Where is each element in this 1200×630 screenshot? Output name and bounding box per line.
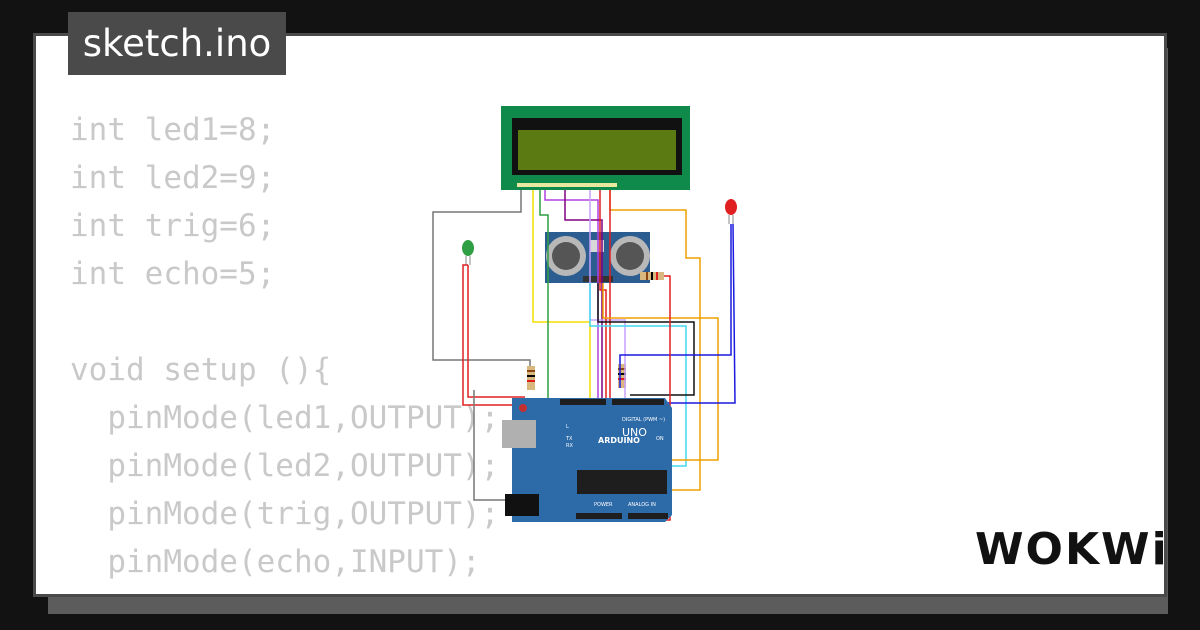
red-led [725, 199, 737, 224]
resistor-1 [527, 366, 535, 390]
board-l-label: L [566, 424, 569, 430]
green-led [462, 240, 474, 265]
board-rx-label: RX [566, 443, 573, 449]
board-digital-label: DIGITAL (PWM ~) [622, 417, 665, 423]
wokwi-logo: WOKWi [975, 524, 1169, 575]
code-line: } [70, 586, 499, 594]
code-editor-text: int led1=8; int led2=9; int trig=6; int ech… [70, 106, 500, 594]
board-on-label: ON [656, 436, 664, 442]
resistor-3 [640, 272, 664, 280]
board-analog-label: ANALOG IN [628, 502, 656, 508]
code-line: pinMode(echo,INPUT); [70, 544, 481, 580]
board-model-label: UNO [622, 426, 647, 439]
board-power-label: POWER [594, 502, 613, 508]
code-line: pinMode(led2,OUTPUT); [70, 448, 500, 484]
file-title-tab: sketch.ino [68, 12, 286, 75]
code-line: int led1=8; [70, 112, 276, 148]
code-line: pinMode(trig,OUTPUT); [70, 496, 500, 532]
resistor-2 [618, 364, 626, 388]
board-tx-label: TX [565, 436, 573, 442]
code-line: int led2=9; [70, 160, 276, 196]
code-line: int trig=6; [70, 208, 276, 244]
lcd-display [501, 106, 690, 190]
code-line: int echo=5; [70, 256, 276, 292]
board-brand-label: ARDUINO [598, 436, 640, 445]
code-line: pinMode(led1,OUTPUT); [70, 400, 500, 436]
code-line: void setup (){ [70, 352, 332, 388]
arduino-uno-board: ARDUINO UNO DIGITAL (PWM ~) ANALOG IN PO… [502, 398, 672, 522]
